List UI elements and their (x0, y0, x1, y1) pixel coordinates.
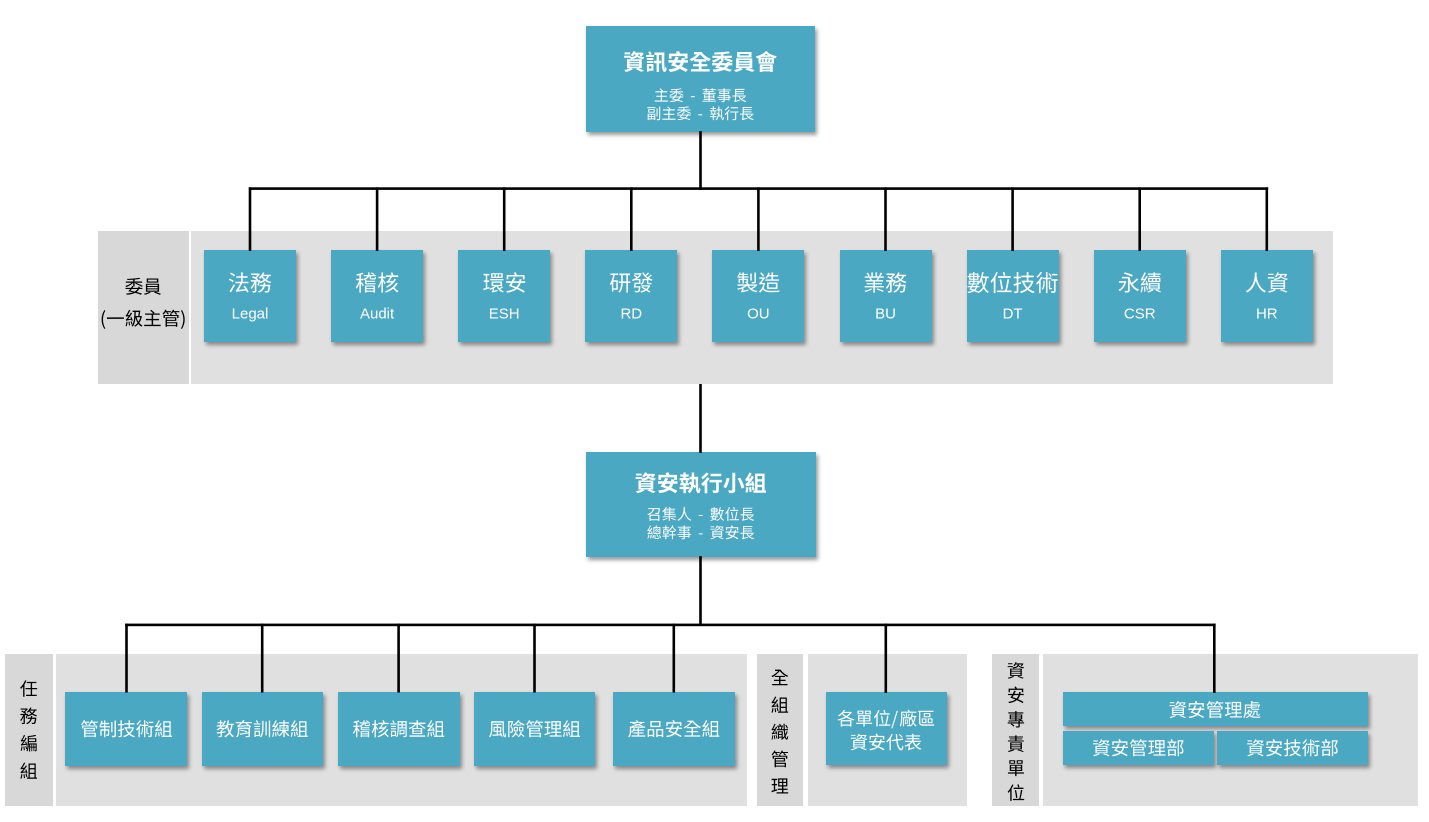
svg-text:Legal: Legal (232, 306, 269, 323)
svg-text:RD: RD (620, 306, 642, 323)
svg-text:Audit: Audit (360, 306, 395, 323)
svg-text:OU: OU (747, 306, 770, 323)
svg-text:DT: DT (1003, 306, 1023, 323)
svg-text:CSR: CSR (1124, 306, 1156, 323)
svg-text:BU: BU (875, 306, 896, 323)
svg-text:HR: HR (1256, 306, 1278, 323)
svg-text:ESH: ESH (489, 306, 520, 323)
